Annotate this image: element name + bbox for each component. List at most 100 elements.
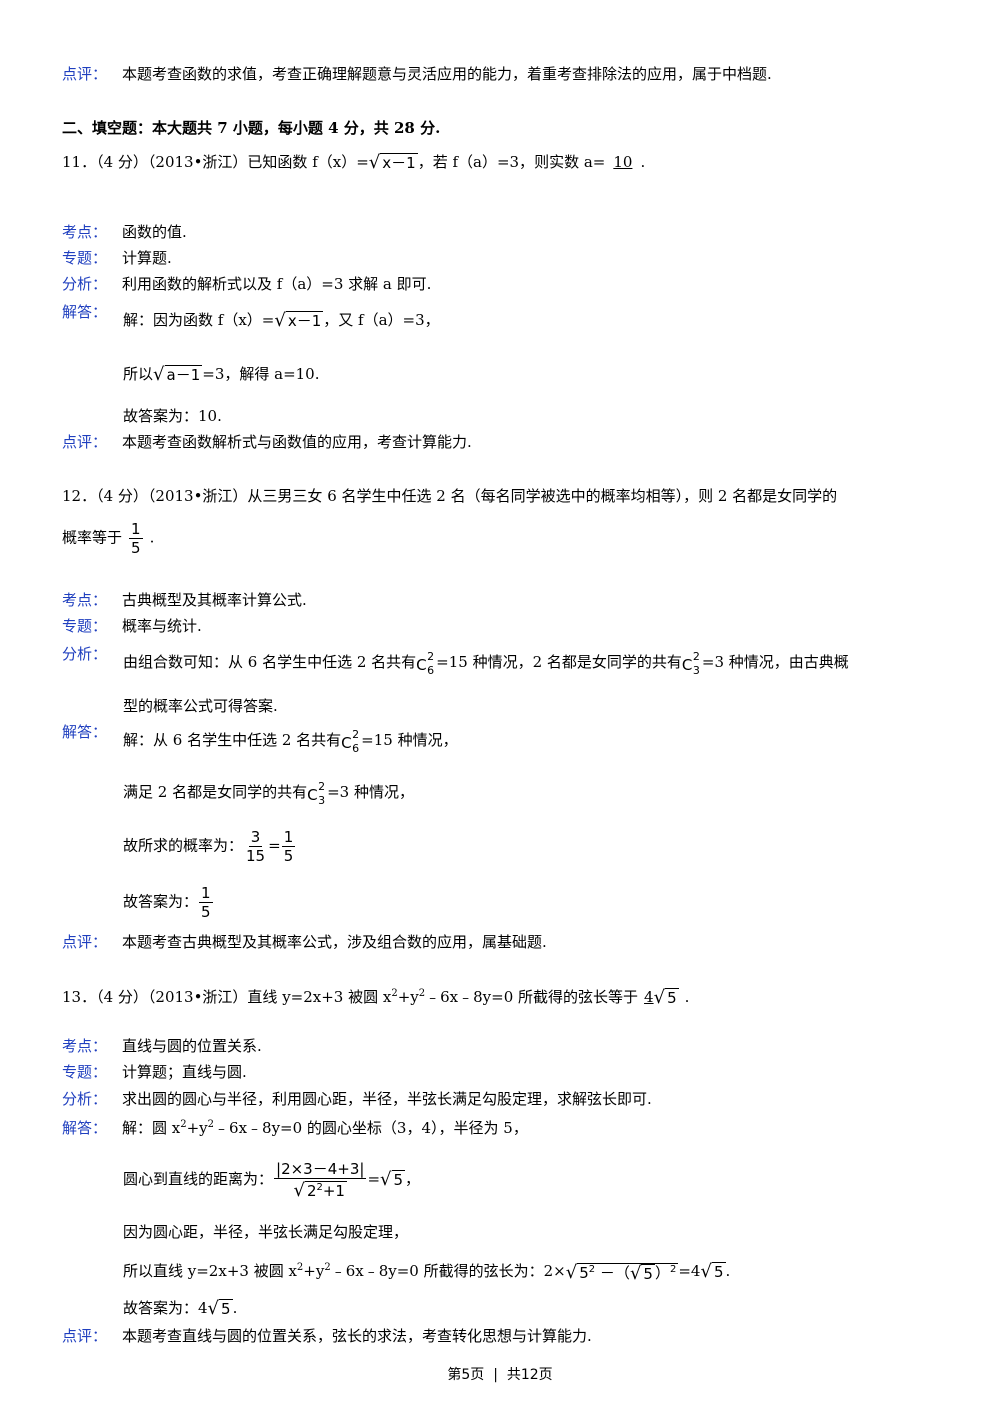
sqrt-expr: √5 <box>700 1261 726 1282</box>
dianping-label: 点评： <box>62 433 108 451</box>
dianping-label: 点评： <box>62 1327 108 1345</box>
kaodian-label: 考点： <box>62 1037 108 1055</box>
zhuanti-label: 专题： <box>62 617 108 635</box>
sol-text: =3 种情况， <box>327 783 414 801</box>
q11-sol1: 解：因为函数 f（x）=√x－1，又 f（a）=3， <box>123 310 440 331</box>
jieda-label: 解答： <box>62 723 108 741</box>
q11-dianping: 点评： 本题考查函数解析式与函数值的应用，考查计算能力. <box>62 432 472 452</box>
q12-stem-text: 概率等于 <box>62 528 123 547</box>
dianping-text: 本题考查函数解析式与函数值的应用，考查计算能力. <box>122 433 472 451</box>
sqrt-arg: x－1 <box>285 311 324 330</box>
q13-kaodian: 考点： 直线与圆的位置关系. <box>62 1036 262 1056</box>
q13-zhuanti: 专题：计算题；直线与圆. <box>62 1062 247 1082</box>
sol-text: =3，解得 a=10. <box>202 365 320 383</box>
sqrt-expr: √a－1 <box>153 364 203 385</box>
sol-text: ，又 f（a）=3， <box>323 311 440 329</box>
q13-sol3: 因为圆心距，半径，半弦长满足勾股定理， <box>123 1223 409 1241</box>
q12-kaodian: 考点： 古典概型及其概率计算公式. <box>62 590 307 610</box>
kaodian-text: 直线与圆的位置关系. <box>122 1037 262 1055</box>
q11-stem: 11．（4 分）（2013•浙江）已知函数 f（x）=√x－1，若 f（a）=3… <box>62 152 645 173</box>
jieda-label: 解答： <box>62 1119 108 1137</box>
q13-answer: 4√5 <box>644 987 679 1008</box>
sqrt-expr: √5 <box>207 1298 233 1319</box>
q13-stem: 13．（4 分）（2013•浙江）直线 y=2x+3 被圆 x2+y2﹣6x﹣8… <box>62 987 690 1008</box>
sol-text: =15 种情况， <box>361 731 458 749</box>
q11-fenxi: 分析：利用函数的解析式以及 f（a）=3 求解 a 即可. <box>62 274 431 294</box>
q12-dianping: 点评： 本题考查古典概型及其概率公式，涉及组合数的应用，属基础题. <box>62 932 547 952</box>
sol-text: 故答案为：4 <box>123 1299 208 1317</box>
sqrt-arg: a－1 <box>164 365 203 384</box>
fenxi-label: 分析： <box>62 275 108 293</box>
q11-stem-text: 11．（4 分）（2013•浙江）已知函数 f（x）= <box>62 153 369 171</box>
q13-stem-text: 13．（4 分）（2013•浙江）直线 y=2x+3 被圆 x <box>62 988 392 1006</box>
jieda-label: 解答： <box>62 303 108 321</box>
sqrt-expr: √52 －（√5）2 <box>565 1262 679 1284</box>
fenxi-text: 求出圆的圆心与半径，利用圆心距，半径，半弦长满足勾股定理，求解弦长即可. <box>122 1090 652 1108</box>
page-number: 5 <box>461 1367 471 1383</box>
fenxi-text: 由组合数可知：从 6 名学生中任选 2 名共有 <box>123 653 417 671</box>
q13-fenxi: 分析： 求出圆的圆心与半径，利用圆心距，半径，半弦长满足勾股定理，求解弦长即可. <box>62 1089 652 1109</box>
zhuanti-text: 计算题；直线与圆. <box>122 1063 247 1081</box>
zhuanti-text: 计算题. <box>122 249 172 267</box>
sqrt-expr: √x－1 <box>274 310 324 331</box>
fenxi-text: =3 种情况，由古典概 <box>701 653 849 671</box>
kaodian-text: 函数的值. <box>122 223 187 241</box>
section-title: 二、填空题：本大题共 7 小题，每小题 4 分，共 28 分. <box>62 119 441 137</box>
q13-sol5: 故答案为：4√5. <box>123 1298 238 1319</box>
comment-label: 点评： <box>62 65 108 83</box>
sol-text: 解：圆 x <box>122 1119 181 1137</box>
page-footer: 第5页 | 共12页 <box>447 1367 553 1383</box>
sol-text: 圆心到直线的距离为： <box>123 1170 274 1188</box>
q12-fenxi2: 型的概率公式可得答案. <box>123 697 278 715</box>
sol-text: 解：从 6 名学生中任选 2 名共有 <box>123 731 342 749</box>
kaodian-label: 考点： <box>62 591 108 609</box>
fenxi-label: 分析： <box>62 1090 108 1108</box>
sol-text: 故所求的概率为： <box>123 836 244 855</box>
comment-text: 本题考查函数的求值，考查正确理解题意与灵活应用的能力，着重考查排除法的应用，属于… <box>122 65 772 83</box>
fenxi-label: 分析： <box>62 645 108 663</box>
dianping-text: 本题考查古典概型及其概率公式，涉及组合数的应用，属基础题. <box>122 933 547 951</box>
q11-jieda-label: 解答： <box>62 302 122 322</box>
prev-comment: 点评： 本题考查函数的求值，考查正确理解题意与灵活应用的能力，着重考查排除法的应用… <box>62 64 772 84</box>
q13-sol1: 解答：解：圆 x2+y2﹣6x﹣8y=0 的圆心坐标（3，4），半径为 5， <box>62 1119 528 1137</box>
sol-text: 解：因为函数 f（x）= <box>123 311 275 329</box>
frac-num: 1 <box>129 520 143 539</box>
q13-sol2: 圆心到直线的距离为：|2×3－4+3|√22+1=√5， <box>123 1160 421 1201</box>
frac-den: 5 <box>131 539 141 557</box>
fenxi-text: =15 种情况，2 名都是女同学的共有 <box>436 653 682 671</box>
sol-text: 满足 2 名都是女同学的共有 <box>123 783 308 801</box>
q11-zhuanti: 专题：计算题. <box>62 248 172 268</box>
sqrt-arg: x－1 <box>380 153 418 172</box>
q11-sol2: 所以√a－1=3，解得 a=10. <box>123 364 320 385</box>
q11-stem-text2: ，若 f（a）=3，则实数 a= <box>417 153 606 171</box>
q11-kaodian: 考点：函数的值. <box>62 222 187 242</box>
total-pages: 12 <box>520 1367 539 1383</box>
footer-separator: | <box>493 1367 498 1383</box>
q11-stem-end: . <box>640 153 646 171</box>
q13-sol4: 所以直线 y=2x+3 被圆 x2+y2﹣6x﹣8y=0 所截得的弦长为：2×√… <box>123 1261 731 1284</box>
q11-answer: 10 <box>613 153 633 171</box>
kaodian-text: 古典概型及其概率计算公式. <box>122 591 307 609</box>
q12-stem-line1: 12．（4 分）（2013•浙江）从三男三女 6 名学生中任选 2 名（每名同学… <box>62 487 838 505</box>
dianping-label: 点评： <box>62 933 108 951</box>
zhuanti-text: 概率与统计. <box>122 617 202 635</box>
q12-stem-end: . <box>149 528 155 547</box>
q12-fenxi-label: 分析： <box>62 644 122 664</box>
sol-text: 故答案为： <box>123 892 199 911</box>
sol-text: 所以直线 y=2x+3 被圆 x <box>123 1262 297 1280</box>
sol-text: 所以 <box>123 365 154 383</box>
